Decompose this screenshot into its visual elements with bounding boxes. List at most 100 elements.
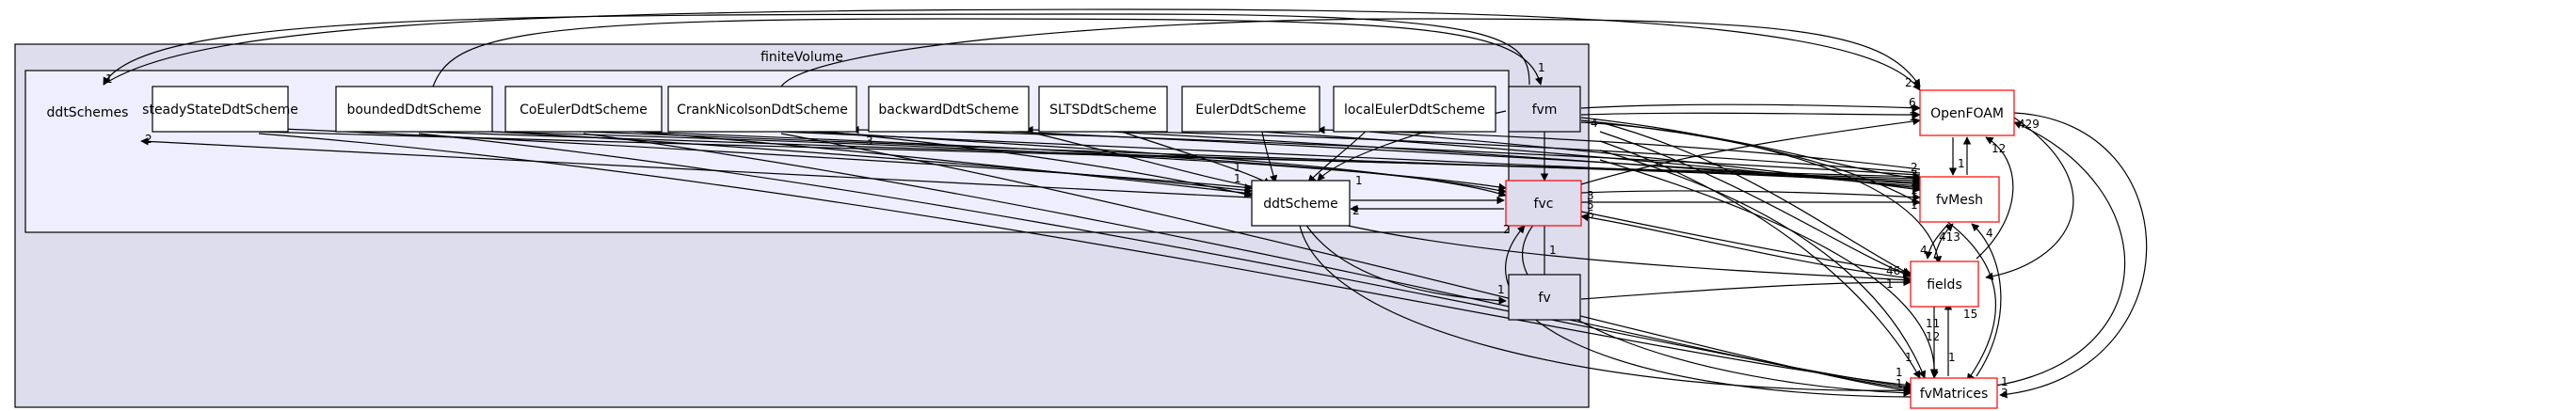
node-backwardddtscheme[interactable]: backwardDdtScheme [868, 86, 1030, 133]
edge-label: 1 [1896, 377, 1903, 390]
edge-label: 413 [1939, 230, 1960, 244]
edge-inner-openfoam [103, 8, 1921, 91]
edge-label: 12 [1926, 330, 1940, 343]
edge-label: 1 [1911, 183, 1918, 197]
edge-fvc-fvmesh-a [1580, 190, 1921, 201]
edge-label: 6 [1587, 208, 1594, 221]
node-sltsddtscheme-label: SLTSDdtScheme [1049, 103, 1157, 118]
node-cranknicolsonddtscheme[interactable]: CrankNicolsonDdtScheme [667, 86, 857, 133]
edge-fvc-fields [1580, 211, 1912, 277]
edge-euler-ddtscheme [1260, 127, 1278, 183]
node-fvmesh[interactable]: fvMesh [1919, 176, 2000, 223]
edge-label: 2 [1503, 223, 1511, 236]
node-cranknicolsonddtscheme-label: CrankNicolsonDdtScheme [677, 103, 848, 118]
edge-label: 1 [105, 72, 113, 86]
edge-label: 3 [1911, 168, 1918, 182]
edge-ddtscheme-fields [1326, 220, 1912, 284]
edge-fields-openfoam [1976, 136, 2014, 260]
edge-fvm-fields [1580, 117, 1943, 264]
edge-cn-openfoam [780, 18, 1921, 87]
edge-bounded-fvmesh [418, 131, 1921, 182]
node-fv[interactable]: fv [1508, 274, 1581, 321]
edge-label: 2 [1911, 176, 1918, 189]
edge-label: 4 [1920, 244, 1928, 257]
node-ddtscheme-label: ddtScheme [1263, 197, 1338, 212]
node-fvmatrices[interactable]: fvMatrices [1910, 377, 1998, 409]
edge-label: 12 [1992, 142, 2006, 155]
edge-label: 4 [1986, 227, 1993, 240]
node-eulerddtscheme[interactable]: EulerDdtScheme [1181, 86, 1320, 133]
edge-openfoam-self-right [1999, 112, 2148, 399]
edge-backward-fvmesh [1011, 131, 1921, 188]
node-openfoam[interactable]: OpenFOAM [1919, 89, 2015, 136]
edge-label: 1 [2001, 375, 2008, 388]
edge-label: 1 [1911, 191, 1918, 204]
edge-schemes-fields-b [1599, 131, 1912, 277]
edge-fvmatrices-openfoam [1994, 121, 2126, 387]
edge-slts-ddtscheme [1110, 127, 1272, 185]
node-eulerddtscheme-label: EulerDdtScheme [1195, 103, 1305, 118]
edge-label: 15 [1963, 308, 1977, 321]
edge-label: 2 [145, 133, 152, 146]
node-boundedddtscheme[interactable]: boundedDdtScheme [335, 86, 493, 133]
node-fv-label: fv [1538, 291, 1550, 306]
edge-bounded-fvm [432, 18, 1544, 87]
edge-label: 1 [1497, 283, 1505, 296]
node-sltsddtscheme[interactable]: SLTSDdtScheme [1038, 86, 1168, 133]
edge-fvc-fvmatrices [1522, 223, 1912, 397]
node-coeulerddtscheme-label: CoEulerDdtScheme [520, 103, 648, 118]
node-backwardddtscheme-label: backwardDdtScheme [878, 103, 1018, 118]
edge-fvmatrices-fvmesh [1971, 223, 2002, 377]
node-fvm[interactable]: fvm [1508, 86, 1581, 133]
node-steadystateddtscheme[interactable]: steadyStateDdtScheme [142, 86, 298, 133]
node-localeulerddtscheme-label: localEulerDdtScheme [1344, 103, 1485, 118]
edge-steadystate-ddtscheme [258, 127, 1253, 192]
node-fvc-label: fvc [1534, 197, 1554, 212]
edge-label: 1 [1896, 366, 1903, 379]
edge-label: 2 [1352, 204, 1360, 217]
node-fvmesh-label: fvMesh [1936, 193, 1983, 208]
node-fields[interactable]: fields [1910, 261, 1979, 308]
node-openfoam-label: OpenFOAM [1930, 106, 2004, 121]
edge-coeuler-ddtscheme [583, 127, 1253, 198]
edge-label: 1 [1911, 198, 1918, 212]
edge-label: 1 [1958, 157, 1965, 170]
edge-steadystate-fvmatrices [258, 133, 1913, 389]
edge-fvm-ddtschemes [103, 13, 1530, 86]
node-localeulerddtscheme[interactable]: localEulerDdtScheme [1333, 86, 1496, 133]
edge-schemes-fields-a [1599, 121, 1912, 276]
node-fvc[interactable]: fvc [1505, 180, 1582, 227]
edge-label: 429 [2018, 118, 2040, 131]
edge-label: 1 [1234, 161, 1241, 174]
edge-fields-fvmesh [1933, 223, 1954, 260]
edge-label: 4 [1591, 117, 1598, 130]
edge-label: 46 [1886, 264, 1900, 277]
edge-label: 1 [1909, 110, 1916, 123]
edge-label: 1 [1234, 172, 1241, 185]
edge-backward-ddtscheme [1011, 127, 1262, 191]
edge-schemes-fvmatrices-c [1599, 159, 1939, 379]
edge-label: 1 [1538, 61, 1545, 74]
edge-openfoam-fields [1985, 117, 2074, 280]
edge-fvc-openfoam [1580, 117, 1921, 185]
node-steadystateddtscheme-label: steadyStateDdtScheme [142, 103, 298, 118]
edge-localeuler-ddtscheme [1307, 127, 1370, 183]
node-ddtscheme[interactable]: ddtScheme [1251, 180, 1351, 227]
edge-fvmesh-fields [1924, 223, 1949, 260]
node-fvmatrices-label: fvMatrices [1920, 387, 1989, 402]
edge-labels: 1 1 2 6 1 1 4 3 5 6 1 2 2 2 1 1 1 3 2 3 … [105, 61, 2040, 400]
edge-label: 1 [1909, 104, 1916, 118]
edge-label: 6 [1909, 96, 1916, 109]
edge-ddtscheme-fvmatrices [1298, 220, 1912, 395]
edge-label: 1 [1355, 174, 1363, 187]
edge-fvm-openfoam-a [1580, 103, 1921, 112]
edge-fields-fvc [1580, 213, 1912, 279]
edge-fvmatrices-fvc [1505, 225, 1912, 398]
edge-label: 1 [1549, 244, 1557, 257]
node-coeulerddtscheme[interactable]: CoEulerDdtScheme [504, 86, 663, 133]
edge-cn-fvc [780, 129, 1507, 198]
edge-schemes-fvmatrices-a [1599, 140, 1921, 379]
edge-label: 1 [1948, 351, 1956, 364]
edge-fvm-openfoam-b [1580, 110, 1921, 119]
